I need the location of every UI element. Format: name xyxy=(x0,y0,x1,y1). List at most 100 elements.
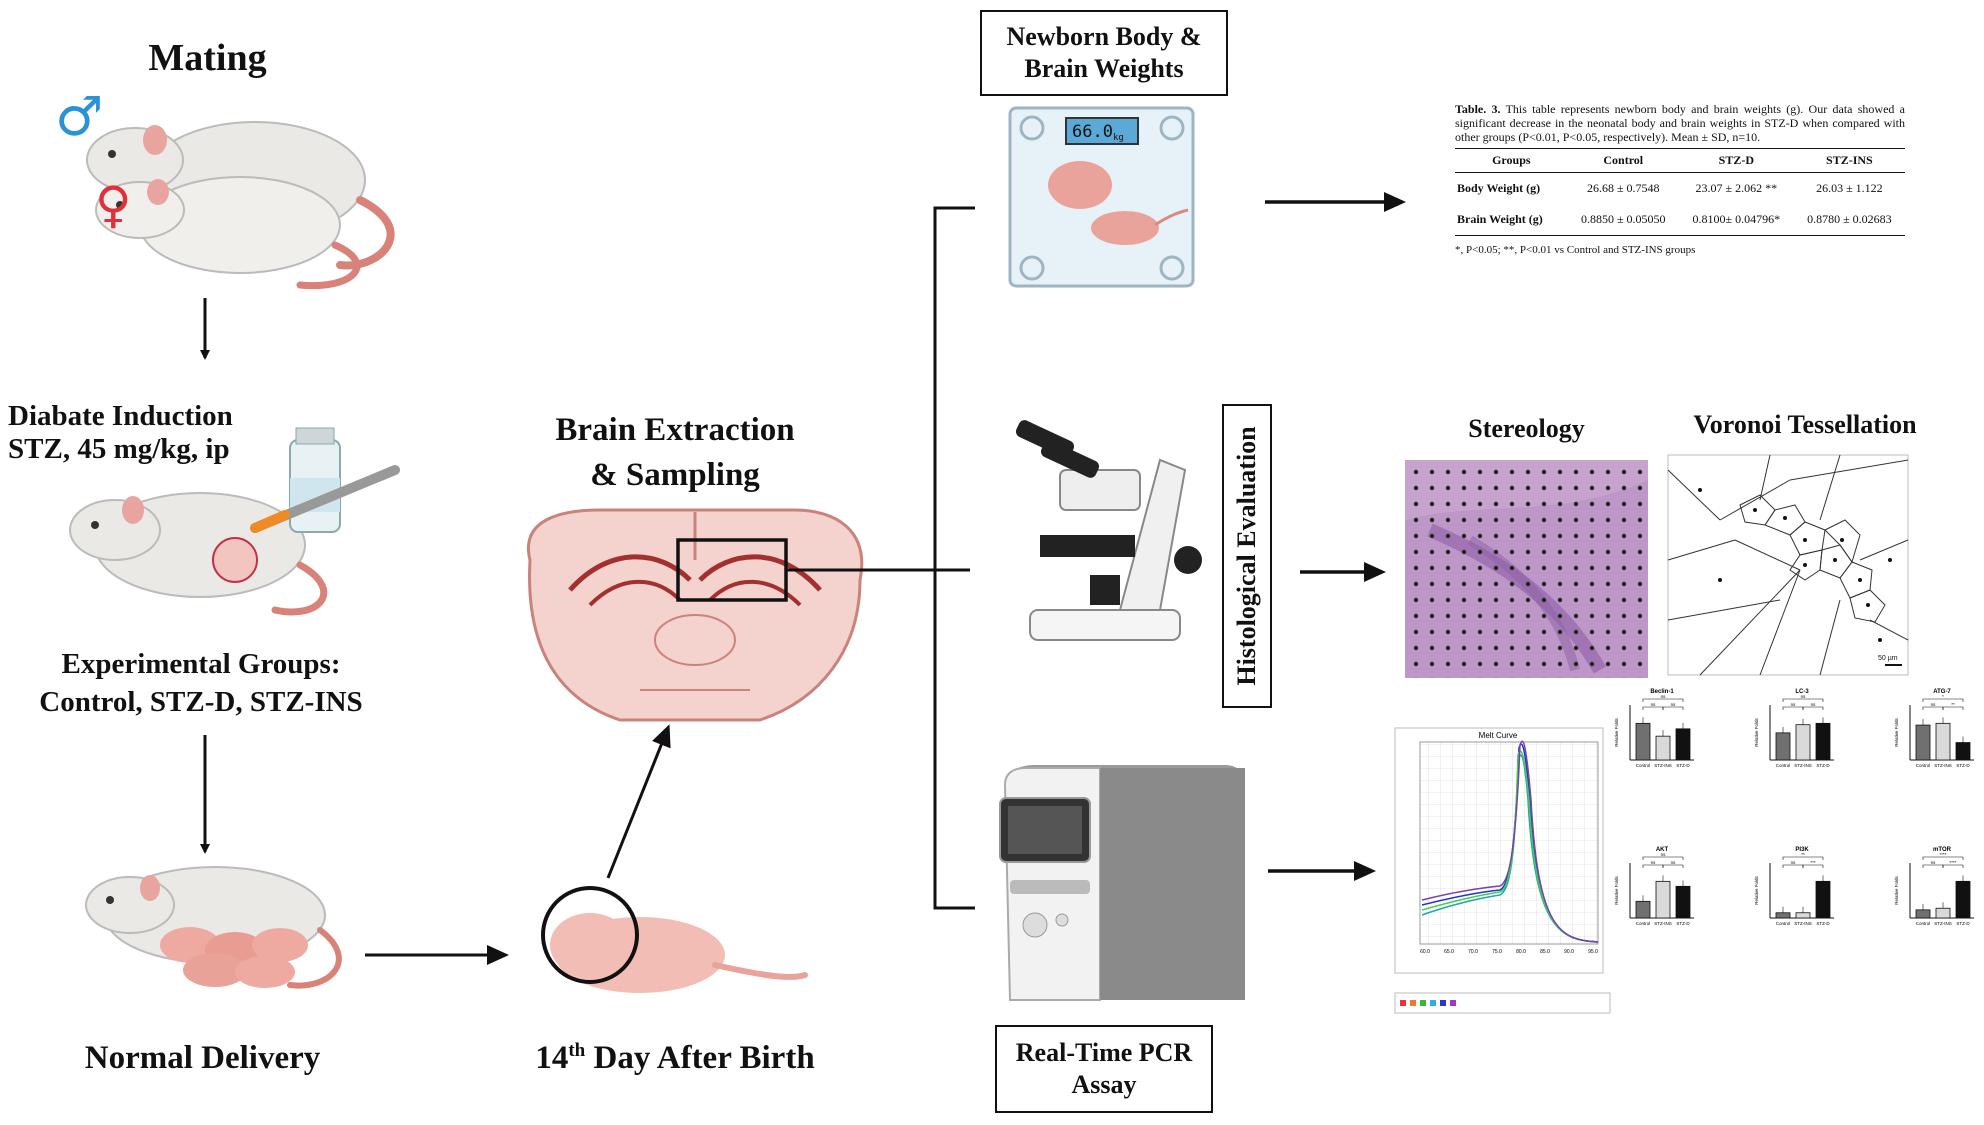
mating-rats-illustration: ♂ ♀ xyxy=(55,85,395,290)
melt-curve-x-tick: 65.0 xyxy=(1444,949,1454,955)
step-extraction-label: Brain Extraction & Sampling xyxy=(525,408,825,498)
significance-bracket xyxy=(1662,864,1684,868)
groups-title: Experimental Groups: xyxy=(61,648,341,680)
significance-bracket xyxy=(1782,856,1824,860)
significance-bracket xyxy=(1662,706,1684,710)
table-cell: 0.8100± 0.04796* xyxy=(1678,204,1794,236)
pcr-machine-illustration xyxy=(999,765,1245,1001)
syringe-icon xyxy=(250,465,400,533)
bar xyxy=(1655,880,1671,919)
weights-table-figure: Table. 3. This table represents newborn … xyxy=(1455,102,1905,256)
significance-label: ** xyxy=(1951,702,1955,707)
table-cell: Body Weight (g) xyxy=(1457,181,1541,195)
extraction-subtitle: & Sampling xyxy=(590,457,760,493)
table-caption-label: Table. 3. xyxy=(1455,102,1501,116)
scale-display-value: 66.0 xyxy=(1072,122,1113,142)
bar xyxy=(1675,728,1691,761)
table-header-row: Groups Control STZ-D STZ-INS xyxy=(1455,148,1905,173)
arrow-day14-to-extraction xyxy=(606,724,671,879)
male-symbol-icon: ♂ xyxy=(55,85,103,148)
bar-chart-title: mTOR xyxy=(1933,847,1952,853)
significance-label: ns xyxy=(1791,702,1797,707)
bar-chart-title: ATG-7 xyxy=(1933,689,1951,695)
bar-chart-title: PI3K xyxy=(1795,847,1809,853)
weighing-scale-illustration: 66.0 kg xyxy=(1008,106,1195,288)
scale-display-unit: kg xyxy=(1113,133,1124,143)
female-symbol-icon: ♀ xyxy=(95,176,132,234)
table-cell: 0.8850 ± 0.05050 xyxy=(1567,204,1679,236)
head-highlight-circle xyxy=(541,886,639,984)
bar-chart-ylabel: Relative Folds xyxy=(1614,875,1619,904)
bar xyxy=(1795,724,1811,761)
voronoi-title: Voronoi Tessellation xyxy=(1693,410,1917,439)
bar xyxy=(1815,722,1831,761)
table-cell: 26.03 ± 1.122 xyxy=(1816,181,1883,195)
voronoi-scale-label: 50 µm xyxy=(1878,655,1898,662)
melt-curve-x-tick: 60.0 xyxy=(1420,949,1430,955)
significance-bracket xyxy=(1922,864,1944,868)
bar xyxy=(1955,880,1971,919)
induction-title: Diabate Induction xyxy=(8,400,233,432)
significance-label: ns xyxy=(1651,702,1657,707)
table-header-cell: Groups xyxy=(1455,148,1568,173)
bar xyxy=(1815,880,1831,919)
rat-female xyxy=(95,176,361,290)
significance-bracket xyxy=(1922,856,1964,860)
significance-bracket xyxy=(1782,698,1824,702)
melt-curve-title: Melt Curve xyxy=(1479,731,1518,740)
bar-category-label: STZ-INS xyxy=(1654,921,1672,926)
significance-label: ns xyxy=(1671,860,1677,865)
melt-curve-x-tick: 95.0 xyxy=(1588,949,1598,955)
bar-chart-ylabel: Relative Folds xyxy=(1894,717,1899,746)
significance-label: ns xyxy=(1651,860,1657,865)
significance-label: ns xyxy=(1671,702,1677,707)
bar xyxy=(1935,722,1951,761)
bar-chart-ylabel: Relative Folds xyxy=(1614,717,1619,746)
bar-category-label: STZ-D xyxy=(1816,921,1830,926)
melt-curve-x-tick: 70.0 xyxy=(1468,949,1478,955)
day-number: 14 xyxy=(535,1040,569,1076)
significance-bracket xyxy=(1942,864,1964,868)
bar-category-label: Control xyxy=(1916,921,1931,926)
bar xyxy=(1635,722,1651,761)
significance-bracket xyxy=(1922,706,1944,710)
significance-label: ns xyxy=(1931,860,1937,865)
bar xyxy=(1935,907,1951,919)
induction-dose: STZ, 45 mg/kg, ip xyxy=(8,433,230,465)
table-caption: Table. 3. This table represents newborn … xyxy=(1455,102,1905,144)
bar xyxy=(1955,742,1971,761)
day-rest: Day After Birth xyxy=(585,1040,815,1076)
significance-bracket xyxy=(1802,706,1824,710)
significance-label: ns xyxy=(1801,694,1807,699)
bar-category-label: STZ-INS xyxy=(1934,763,1952,768)
bar-category-label: Control xyxy=(1636,921,1651,926)
stereology-image xyxy=(1405,460,1648,678)
pcr-box-line2: Assay xyxy=(1071,1070,1137,1099)
bar xyxy=(1915,724,1931,761)
branch-bracket xyxy=(933,206,975,910)
significance-bracket xyxy=(1642,706,1664,710)
table-cell: Brain Weight (g) xyxy=(1455,204,1568,236)
bar-category-label: STZ-INS xyxy=(1934,921,1952,926)
mother-with-pups-illustration xyxy=(85,866,342,989)
histology-box: Histological Evaluation xyxy=(1222,404,1272,708)
weights-table: Groups Control STZ-D STZ-INS Body Weight… xyxy=(1455,148,1905,236)
significance-label: **** xyxy=(1949,860,1956,865)
bar-category-label: STZ-D xyxy=(1956,921,1970,926)
bar-category-label: Control xyxy=(1916,763,1931,768)
scale-display xyxy=(1065,117,1139,145)
vial-icon xyxy=(289,427,341,533)
table-caption-text: This table represents newborn body and b… xyxy=(1455,102,1905,144)
significance-label: ** xyxy=(1801,852,1805,857)
bar xyxy=(1775,912,1791,919)
table-header-cell: STZ-D xyxy=(1678,148,1794,173)
table-row: Body Weight (g) 26.68 ± 0.7548 23.07 ± 2… xyxy=(1455,173,1905,205)
significance-label: ns xyxy=(1661,852,1667,857)
bar xyxy=(1655,735,1671,761)
significance-label: ns xyxy=(1661,694,1667,699)
